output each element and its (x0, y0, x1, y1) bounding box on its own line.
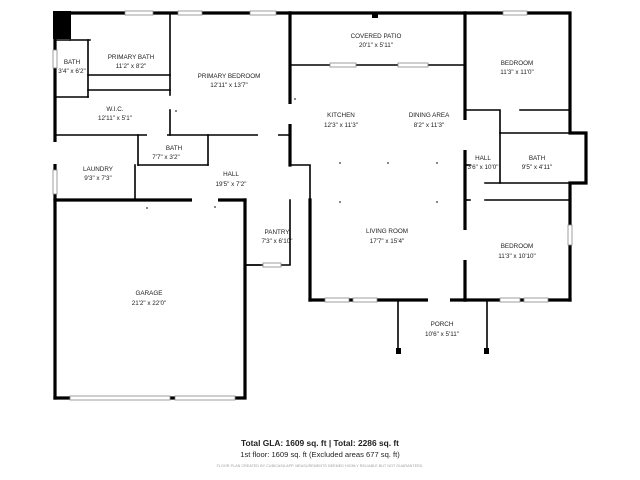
room-dims: 3'4" x 6'2" (58, 68, 86, 75)
area-summary: Total GLA: 1609 sq. ft | Total: 2286 sq.… (241, 438, 399, 448)
room-dims: 12'3" x 11'3" (324, 122, 358, 129)
room-name: PANTRY (265, 229, 291, 236)
doors (53, 104, 468, 303)
room-dims: 7'3" x 6'10" (261, 238, 292, 245)
room-name: GARAGE (136, 290, 163, 297)
room-name: LIVING ROOM (366, 228, 408, 235)
room-name: BATH (64, 59, 81, 66)
room-name: BATH (166, 145, 183, 152)
room-name: LAUNDRY (83, 166, 114, 173)
room-dims: 10'6" x 5'11" (425, 331, 459, 338)
room-dims: 17'7" x 15'4" (370, 238, 405, 245)
room-dims: 19'5" x 7'2" (215, 181, 246, 188)
room-dims: 11'3" x 10'10" (498, 253, 536, 260)
room-name: W.I.C. (106, 106, 123, 113)
room-dims: 12'11" x 13'7" (210, 82, 248, 89)
room-name: DINING AREA (409, 112, 450, 119)
room-name: PORCH (431, 321, 454, 328)
room-dims: 9'3" x 7'3" (84, 175, 112, 182)
room-name: KITCHEN (327, 112, 355, 119)
room-dims: 12'11" x 5'1" (98, 115, 132, 122)
room-name: BATH (529, 155, 546, 162)
room-dims: 7'7" x 3'2" (152, 154, 180, 161)
room-name: COVERED PATIO (351, 33, 402, 40)
room-dims: 9'5" x 4'11" (522, 164, 553, 171)
room-name: HALL (223, 171, 239, 178)
room-dims: 8'2" x 11'3" (414, 122, 445, 129)
windows (52, 10, 573, 401)
room-dims: 11'2" x 8'2" (116, 63, 147, 70)
room-name: PRIMARY BEDROOM (198, 73, 261, 80)
room-name: BEDROOM (501, 243, 534, 250)
room-labels: BATH 3'4" x 6'2" PRIMARY BATH 11'2" x 8'… (58, 33, 552, 338)
interior-walls (54, 12, 571, 354)
disclaimer: FLOOR PLAN CREATED BY CUBICASA APP. MEAS… (216, 464, 424, 468)
floor-area: 1st floor: 1609 sq. ft (Excluded areas 6… (240, 450, 400, 459)
corner-fill (53, 11, 71, 39)
room-name: HALL (475, 155, 491, 162)
room-dims: 20'1" x 5'11" (359, 42, 393, 49)
room-dims: 11'3" x 11'0" (500, 69, 534, 76)
floor-plan: BATH 3'4" x 6'2" PRIMARY BATH 11'2" x 8'… (52, 10, 588, 401)
room-dims: 3'6" x 10'0" (467, 164, 498, 171)
room-dims: 21'2" x 22'0" (132, 300, 167, 307)
fixture-dots (146, 98, 438, 209)
room-name: PRIMARY BATH (108, 54, 155, 61)
room-name: BEDROOM (501, 60, 534, 67)
